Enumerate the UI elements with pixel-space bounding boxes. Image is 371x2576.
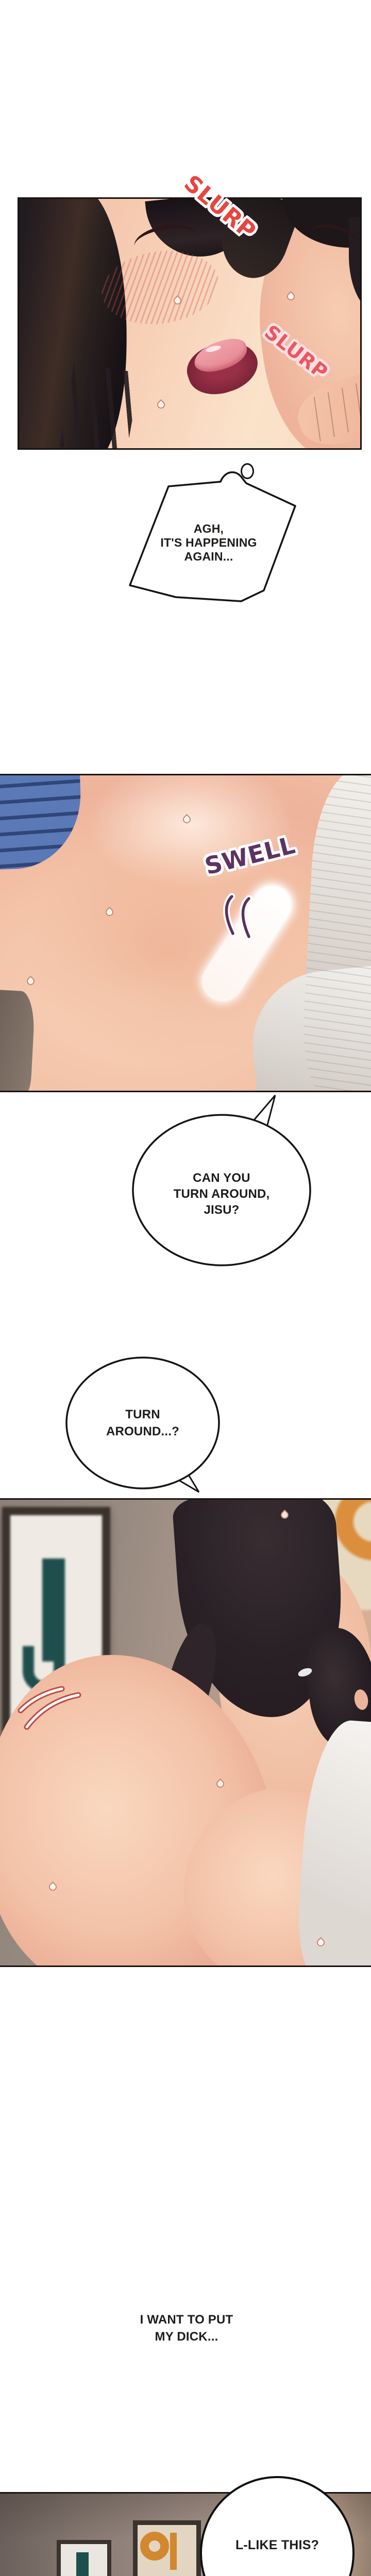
ask-turn-bubble-tail [243,1095,276,1140]
letter-g-ring [140,2532,169,2561]
turn-bubble-tail [162,1456,200,1493]
silver-hair-strands [299,775,371,1091]
ask-turn-bubble-text: CAN YOU TURN AROUND, JISU? [173,1171,270,1217]
reply-bubble: L-LIKE THIS? [200,2476,355,2576]
narration-text: I WANT TO PUT MY DICK... [140,2313,233,2344]
fabric-edge-shape [0,990,36,1091]
small-picture-frame [57,2540,111,2576]
turn-bubble-text: TURN AROUND...? [106,1408,179,1438]
panel-kiss-closeup [18,197,362,450]
frame-art-teal-bar [76,2552,89,2576]
frame-art-teal-bar [42,1558,65,1662]
sweat-drop [155,399,167,411]
letter-g-stem [170,2533,177,2570]
thought-trail-circle [241,463,254,479]
thought-bubble-text: AGH, IT'S HAPPENING AGAIN... [160,522,257,563]
reply-bubble-text: L-LIKE THIS? [235,2538,319,2552]
panel-swell-closeup [0,774,371,1092]
panel-bedroom-scene [0,1498,371,1967]
letter-g-frame [133,2520,201,2576]
hair-strands [59,361,141,448]
